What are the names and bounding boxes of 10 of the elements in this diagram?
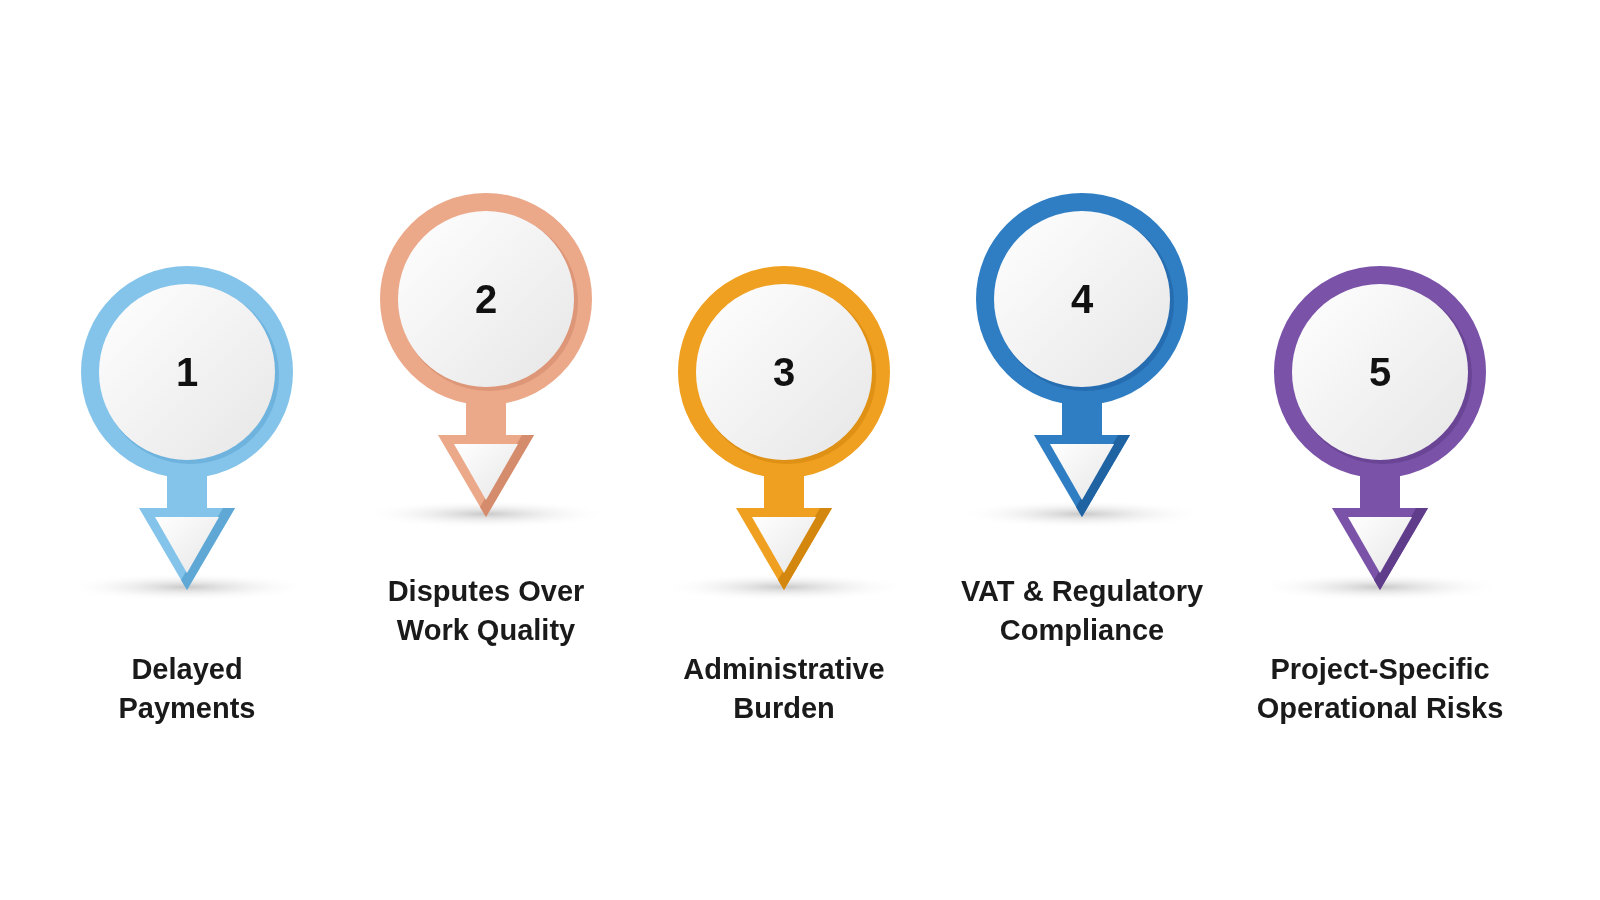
step-label: VAT & Regulatory Compliance xyxy=(959,574,1205,648)
step-label: Project-Specific Operational Risks xyxy=(1255,652,1505,726)
step-label: Administrative Burden xyxy=(682,652,886,726)
step-label: Delayed Payments xyxy=(117,652,257,726)
step-number: 5 xyxy=(1368,352,1392,392)
step-label: Disputes Over Work Quality xyxy=(386,574,586,648)
step-number: 4 xyxy=(1070,279,1094,319)
step-number: 3 xyxy=(772,352,796,392)
step-number: 1 xyxy=(175,352,199,392)
step-number: 2 xyxy=(474,279,498,319)
